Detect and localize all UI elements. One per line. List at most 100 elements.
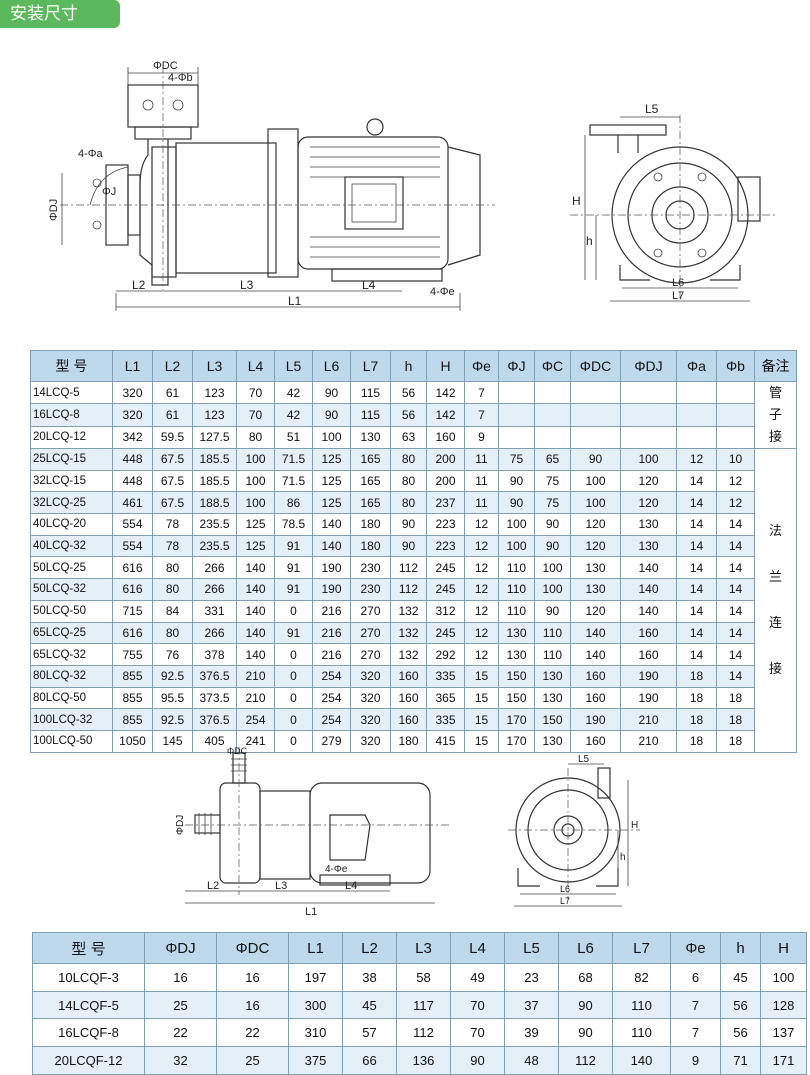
table-cell: 58 <box>396 963 451 992</box>
table-cell <box>716 380 755 405</box>
model-cell: 40LCQ-20 <box>30 513 113 536</box>
table-cell: 11 <box>464 491 499 515</box>
table-cell: 190 <box>312 578 351 601</box>
table-cell: 160 <box>390 686 427 710</box>
table-cell: 200 <box>426 448 465 471</box>
table-cell: 90 <box>498 469 535 493</box>
table-cell: 128 <box>760 990 807 1020</box>
table1-header: L5 <box>274 350 313 382</box>
table-cell: 254 <box>312 708 351 731</box>
table-cell: 448 <box>112 469 153 493</box>
table-cell: 140 <box>236 578 275 601</box>
small-end-l6-label: L6 <box>560 884 570 894</box>
table-cell: 61 <box>152 403 193 427</box>
table-cell: 115 <box>350 403 391 427</box>
table-cell: 140 <box>570 621 621 645</box>
table-cell: 140 <box>236 643 275 666</box>
table-cell: 12 <box>464 643 499 666</box>
model-cell: 32LCQ-25 <box>30 491 113 515</box>
table1-header: ΦDJ <box>620 350 677 382</box>
table-cell: 130 <box>570 578 621 601</box>
table-cell: 95.5 <box>152 686 193 710</box>
table-cell <box>498 380 535 405</box>
table-cell: 80 <box>152 556 193 580</box>
table-cell: 70 <box>450 990 505 1020</box>
table-cell: 110 <box>498 578 535 601</box>
table-cell: 160 <box>390 708 427 731</box>
note-char: 子 <box>768 407 782 422</box>
table2-header: L5 <box>504 932 559 964</box>
dim-l3-label: L3 <box>240 278 254 292</box>
model-cell: 25LCQ-15 <box>30 448 113 471</box>
model-cell: 65LCQ-32 <box>30 643 113 666</box>
table-cell: 130 <box>498 621 535 645</box>
table-cell: 140 <box>236 599 275 623</box>
table-cell: 140 <box>236 621 275 645</box>
table-cell: 115 <box>350 380 391 405</box>
table-cell: 67.5 <box>152 469 193 493</box>
table-cell: 14 <box>716 578 755 601</box>
table-cell: 320 <box>350 708 391 731</box>
note-char: 连 <box>768 615 782 631</box>
table-cell: 755 <box>112 643 153 666</box>
model-cell: 65LCQ-25 <box>30 621 113 645</box>
model-cell: 16LCQ-8 <box>30 403 113 427</box>
table-cell: 140 <box>312 513 351 536</box>
table-cell: 616 <box>112 556 153 580</box>
table-cell: 132 <box>390 599 427 623</box>
table1-header: ΦC <box>534 350 571 382</box>
table-cell: 14 <box>716 599 755 623</box>
table1-header: L1 <box>112 350 153 382</box>
table-cell <box>498 425 535 450</box>
table-cell: 127.5 <box>192 425 237 450</box>
table1-header: 型 号 <box>30 350 113 382</box>
table-cell: 1050 <box>112 729 153 753</box>
table-cell: 170 <box>498 708 535 731</box>
table-cell: 78.5 <box>274 513 313 536</box>
table-cell: 68 <box>558 963 613 992</box>
table-cell: 80 <box>390 491 427 515</box>
table-cell: 145 <box>152 729 193 753</box>
table2-header: ΦDC <box>216 932 289 964</box>
table-cell: 18 <box>676 708 717 731</box>
dim-l2-label: L2 <box>132 278 146 292</box>
model-cell: 100LCQ-32 <box>30 708 113 731</box>
table-cell: 342 <box>112 425 153 450</box>
table1-header: h <box>390 350 427 382</box>
table-cell: 120 <box>620 469 677 493</box>
table-cell: 132 <box>390 643 427 666</box>
table-cell: 110 <box>534 643 571 666</box>
table-cell: 14 <box>716 664 755 688</box>
table-cell: 100 <box>498 534 535 558</box>
table2-header-row: 型 号 ΦDJ ΦDC L1 L2 L3 L4 L5 L6 L7 Φe h H <box>32 932 807 964</box>
table-cell: 80 <box>152 578 193 601</box>
table-cell: 91 <box>274 578 313 601</box>
table-cell: 14 <box>676 556 717 580</box>
table-cell: 180 <box>350 513 391 536</box>
table2-header: L6 <box>558 932 613 964</box>
table-cell: 140 <box>620 578 677 601</box>
table-cell: 136 <box>396 1046 451 1075</box>
table-cell: 18 <box>676 664 717 688</box>
table-cell: 331 <box>192 599 237 623</box>
table-cell: 100 <box>760 963 807 992</box>
table-cell: 66 <box>342 1046 397 1075</box>
table-cell: 12 <box>464 556 499 580</box>
table-cell: 100 <box>534 556 571 580</box>
table-cell: 616 <box>112 621 153 645</box>
table-cell: 230 <box>350 556 391 580</box>
table1-header: L6 <box>312 350 351 382</box>
table-cell: 71.5 <box>274 448 313 471</box>
table1-header: L2 <box>152 350 193 382</box>
table-cell: 7 <box>670 990 721 1020</box>
table-cell: 86 <box>274 491 313 515</box>
table-cell: 254 <box>236 708 275 731</box>
table-cell: 110 <box>498 556 535 580</box>
table-cell <box>534 425 571 450</box>
small-dc-label: ΦDC <box>227 746 248 756</box>
table-cell: 100 <box>312 425 351 450</box>
table-cell: 71.5 <box>274 469 313 493</box>
